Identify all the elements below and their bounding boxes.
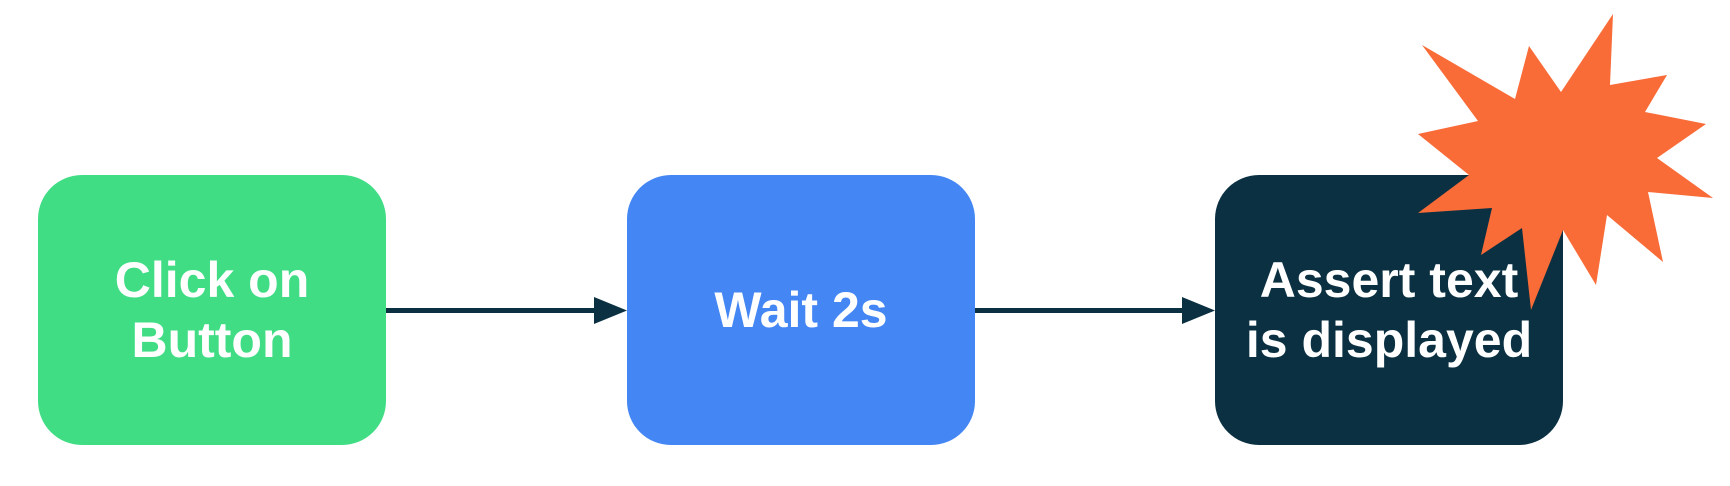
step-label: Wait 2s <box>714 282 888 338</box>
step-label: Assert text is displayed <box>1245 252 1533 368</box>
arrow-head-icon <box>1182 297 1215 324</box>
step-label: Click on Button <box>114 252 310 368</box>
step-wait: Wait 2s <box>627 175 975 445</box>
arrow-shaft <box>386 308 601 313</box>
arrow-click-to-wait <box>386 297 627 324</box>
arrow-shaft <box>975 308 1189 313</box>
step-assert-text: Assert text is displayed <box>1215 175 1563 445</box>
arrow-wait-to-assert <box>975 297 1215 324</box>
step-click-on-button: Click on Button <box>38 175 386 445</box>
arrow-head-icon <box>594 297 627 324</box>
